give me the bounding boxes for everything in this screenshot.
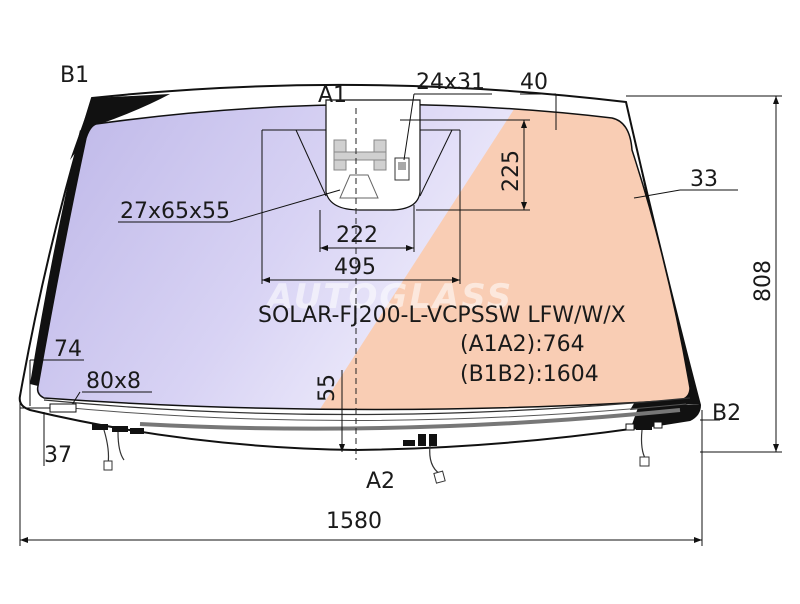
dim-bracket-size: 27x65x55 [120, 199, 230, 224]
dim-sensor-area: 24x31 [416, 70, 485, 95]
dim-top-band: 40 [520, 70, 548, 95]
frit-border-left [30, 130, 86, 386]
dim-left-offset: 37 [44, 443, 72, 468]
dim-side-band: 33 [690, 167, 718, 192]
b1b2-length: (B1B2):1604 [460, 362, 599, 387]
a1a2-length: (A1A2):764 [460, 332, 585, 357]
dim-inner-width: 222 [336, 223, 378, 248]
part-code: SOLAR-FJ200-L-VCPSSW LFW/W/X [258, 303, 626, 328]
label-a2: A2 [366, 469, 395, 494]
wiper-heating-band [43, 397, 691, 416]
watermark-text: AUTOGLASS [264, 277, 513, 317]
arrowheads [20, 96, 779, 543]
dim-bottom-band: 55 [315, 374, 340, 402]
connector-center [403, 434, 446, 484]
dim-total-width: 1580 [326, 509, 382, 534]
dimension-lines [19, 93, 782, 546]
dim-left-band: 74 [54, 337, 82, 362]
label-a1: A1 [318, 83, 347, 108]
connector-left [92, 424, 144, 471]
label-b1: B1 [60, 63, 89, 88]
dim-outer-width: 495 [334, 255, 376, 280]
label-b2: B2 [712, 401, 741, 426]
frit-bottom-right [630, 402, 700, 430]
dim-total-height: 808 [751, 260, 776, 302]
dim-sensor-height: 225 [499, 150, 524, 192]
connector-right [625, 421, 663, 467]
frit-border-top-left [70, 94, 170, 160]
sensor-bracket-icon [333, 139, 387, 199]
dim-tag-size: 80x8 [86, 369, 141, 394]
